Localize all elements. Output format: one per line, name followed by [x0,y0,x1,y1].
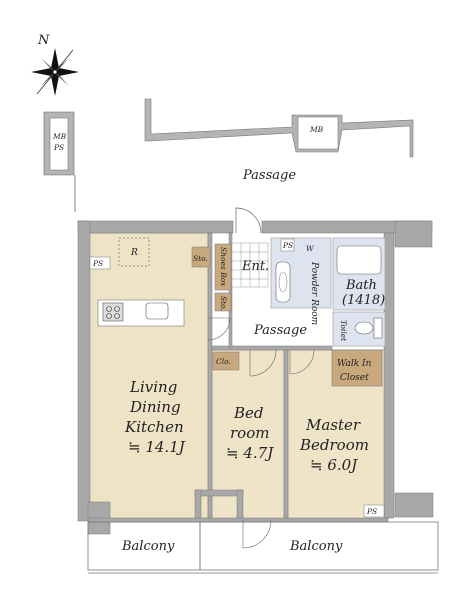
bathtub-icon [336,245,382,275]
ps-bottom-box [363,504,385,518]
ps-left-box [89,256,111,270]
ldk-size-label: ≒ 14.1J [128,438,186,456]
mb-ps-top-label: MB [52,132,67,141]
shoes-box-label: Shoes Box [219,247,228,287]
mb-label: MB [309,125,324,134]
balcony-right-label: Balcony [289,539,343,554]
ldk-floor [87,232,209,520]
ps-bottom-label: PS [366,507,377,516]
master-label-1: Master [305,416,361,434]
ps-ent-label: PS [282,241,293,250]
toilet-label: Toilet [339,320,348,342]
bedroom-size-label: ≒ 4.7J [226,444,274,462]
master-label-2: Bedroom [299,436,369,454]
entrance-tile [231,242,269,288]
refrigerator-label: R [130,248,138,258]
balcony-outline [87,521,439,574]
washer-label: W [306,244,315,253]
closet [212,351,240,371]
mb-ps-bottom-label: PS [53,143,64,152]
shoes-box [214,243,232,291]
ldk-door-swing [207,317,231,341]
bedroom-door-swing [249,349,277,377]
walk-in-label-2: Closet [340,373,369,383]
walk-in-closet [331,349,383,387]
outer-walls [77,220,434,535]
entrance-label: Ent. [241,259,269,274]
corridor-outer-wall [144,98,414,158]
entrance-door-swing [235,207,262,234]
compass-rose-icon [31,48,79,96]
master-size-label: ≒ 6.0J [310,456,358,474]
bedroom-label-1: Bed [233,404,264,422]
storage-1-label: Sto. [193,254,208,263]
ldk-label-3: Kitchen [124,418,184,436]
passage-top-label: Passage [242,168,296,183]
passage-inner-label: Passage [253,323,307,338]
master-door-swing [289,349,315,375]
ps-left-label: PS [92,259,103,268]
storage-box-2 [214,292,232,312]
balcony-left-label: Balcony [121,539,175,554]
powder-room-label: Powder Room [309,261,319,325]
bedroom-label-2: room [230,424,269,442]
storage-box-1 [191,246,211,268]
north-label: N [37,33,50,48]
ps-ent-box [280,238,295,252]
bath-label: Bath [345,278,377,293]
toilet-icon [354,317,383,339]
refrigerator-space [118,237,150,267]
inner-passage-floor [232,310,330,348]
bath-size-label: (1418) [342,293,385,308]
ldk-label-2: Dining [129,398,181,416]
storage-2-label: Sto. [219,296,228,311]
balcony-door-swing [242,519,272,549]
mb-ps-shaft [43,111,76,212]
kitchen-counter-icon [97,299,185,327]
walk-in-label-1: Walk In [337,359,372,369]
washbasin-icon [275,261,291,303]
closet-label: Clo. [216,357,231,366]
ldk-label-1: Living [129,378,177,396]
